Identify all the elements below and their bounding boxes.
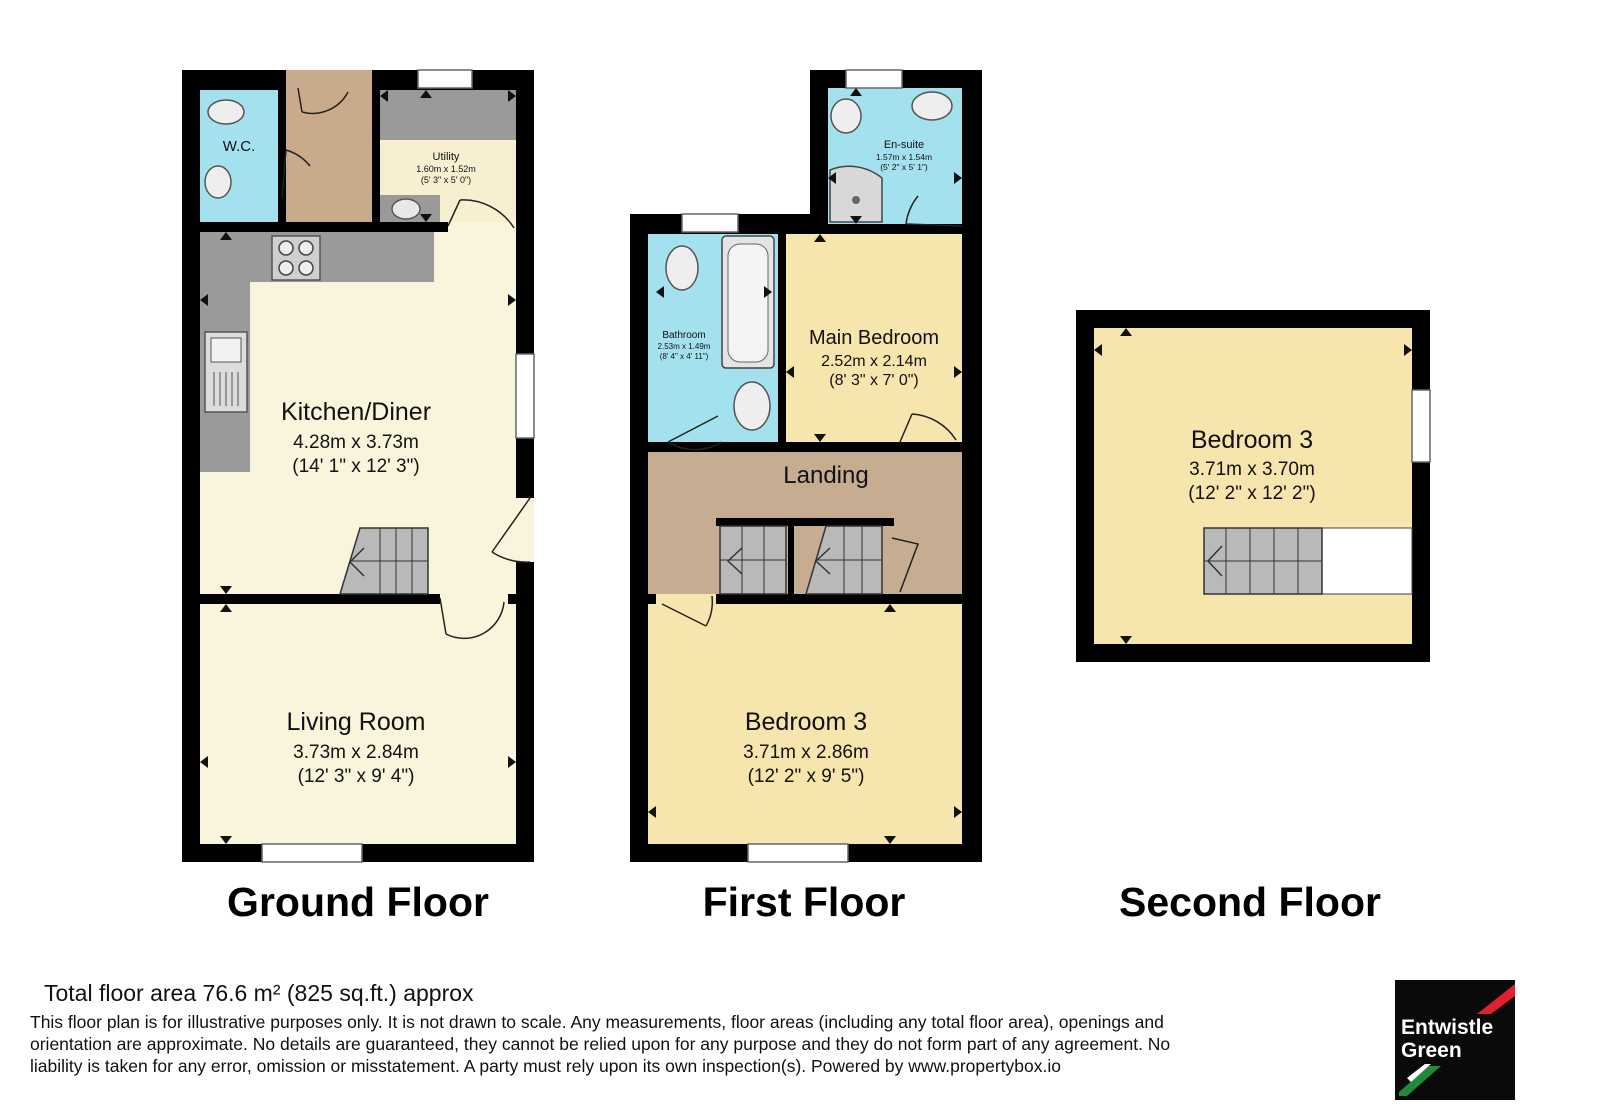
ensuite-door: [905, 195, 963, 227]
first-floor-plan: En-suite 1.57m x 1.54m (5' 2" x 5' 1") B…: [630, 69, 982, 925]
ensuite-label: En-suite: [884, 139, 924, 151]
second-floor-title: Second Floor: [1119, 879, 1381, 925]
kitchen-dim-m: 4.28m x 3.73m: [293, 432, 419, 453]
entwistle-green-logo: Entwistle Green: [1395, 980, 1515, 1100]
bathroom-dim-ft: (8' 4" x 4' 11"): [660, 352, 709, 361]
main-bedroom-dim-m: 2.52m x 2.14m: [821, 353, 927, 370]
logo-stripes-icon: [1399, 984, 1515, 1096]
second-bedroom3-dim-ft: (12' 2" x 12' 2"): [1188, 483, 1315, 504]
bathroom-toilet: [665, 245, 699, 291]
utility-dim-ft: (5' 3" x 5' 0"): [421, 175, 471, 185]
disclaimer-line: This floor plan is for illustrative purp…: [30, 1012, 1164, 1032]
second-stairs: [1203, 527, 1323, 595]
first-bedroom3-door: [661, 595, 714, 627]
second-bedroom3-label: Bedroom 3: [1191, 426, 1313, 454]
utility-window: [417, 69, 473, 89]
first-bedroom3-label: Bedroom 3: [745, 708, 867, 736]
second-bedroom3-window: [1411, 389, 1431, 463]
bathroom-basin: [733, 381, 771, 431]
bathroom-dim-m: 2.53m x 1.49m: [658, 342, 711, 351]
kitchen-window: [515, 353, 535, 439]
second-bedroom3-dim-m: 3.71m x 3.70m: [1189, 459, 1315, 480]
ensuite-toilet: [830, 98, 862, 134]
kitchen-label: Kitchen/Diner: [281, 398, 431, 426]
landing-label: Landing: [783, 462, 868, 489]
logo-line1: Entwistle: [1401, 1016, 1494, 1039]
second-floor-plan: Bedroom 3 3.71m x 3.70m (12' 2" x 12' 2"…: [1076, 310, 1431, 925]
main-bedroom-door: [899, 413, 957, 443]
utility-worktop: [380, 90, 516, 140]
stair-void: [1321, 527, 1413, 595]
ensuite-window: [845, 69, 903, 89]
first-bedroom3-dim-m: 3.71m x 2.86m: [743, 742, 869, 763]
main-bedroom-dim-ft: (8' 3" x 7' 0"): [829, 372, 919, 389]
rear-door: [297, 87, 349, 115]
first-bedroom3-room: [648, 604, 962, 844]
ground-floor-title: Ground Floor: [227, 879, 489, 925]
ensuite-shower: [829, 165, 883, 223]
main-bedroom-room: [786, 234, 962, 442]
kitchen-side-door: [491, 497, 531, 563]
main-bedroom-label: Main Bedroom: [809, 327, 939, 349]
ground-floor-plan: W.C. Utility 1.60m x 1.52m (5' 3" x 5' 0…: [182, 69, 535, 925]
bathroom-door: [667, 415, 723, 451]
first-bedroom3-window: [747, 843, 849, 863]
living-label: Living Room: [287, 708, 426, 736]
footer: Total floor area 76.6 m² (825 sq.ft.) ap…: [30, 980, 1330, 1077]
wc-label: W.C.: [223, 138, 256, 155]
utility-label: Utility: [433, 151, 460, 163]
wc-door: [281, 149, 311, 199]
first-stairs: [719, 525, 883, 595]
stair-door: [891, 537, 920, 593]
total-floor-area: Total floor area 76.6 m² (825 sq.ft.) ap…: [44, 980, 474, 1006]
wc-basin: [207, 99, 245, 125]
hob: [271, 235, 321, 281]
wc-toilet: [204, 165, 232, 199]
disclaimer-line: liability is taken for any error, omissi…: [30, 1056, 1061, 1076]
bathroom-window: [681, 213, 739, 233]
living-window: [261, 843, 363, 863]
living-dim-ft: (12' 3" x 9' 4"): [298, 766, 415, 787]
rear-hall: [286, 70, 372, 222]
floor-plan: W.C. Utility 1.60m x 1.52m (5' 3" x 5' 0…: [182, 69, 1431, 925]
utility-dim-m: 1.60m x 1.52m: [416, 164, 476, 174]
logo-text: Entwistle Green: [1401, 1016, 1493, 1062]
living-room: [200, 604, 516, 844]
living-door: [439, 597, 505, 640]
utility-sink: [391, 198, 421, 220]
first-floor-title: First Floor: [703, 879, 906, 925]
disclaimer-line: orientation are approximate. No details …: [30, 1034, 1171, 1054]
ensuite-dim-m: 1.57m x 1.54m: [876, 152, 932, 162]
living-dim-m: 3.73m x 2.84m: [293, 742, 419, 763]
ensuite-dim-ft: (5' 2" x 5' 1"): [880, 162, 928, 172]
bathroom-label: Bathroom: [662, 330, 705, 341]
utility-door: [447, 199, 515, 229]
logo-line2: Green: [1401, 1039, 1462, 1062]
kitchen-dim-ft: (14' 1" x 12' 3"): [292, 456, 419, 477]
ground-stairs: [338, 527, 429, 595]
disclaimer: This floor plan is for illustrative purp…: [30, 1011, 1330, 1077]
ensuite-basin: [911, 91, 953, 121]
first-bedroom3-dim-ft: (12' 2" x 9' 5"): [748, 766, 865, 787]
